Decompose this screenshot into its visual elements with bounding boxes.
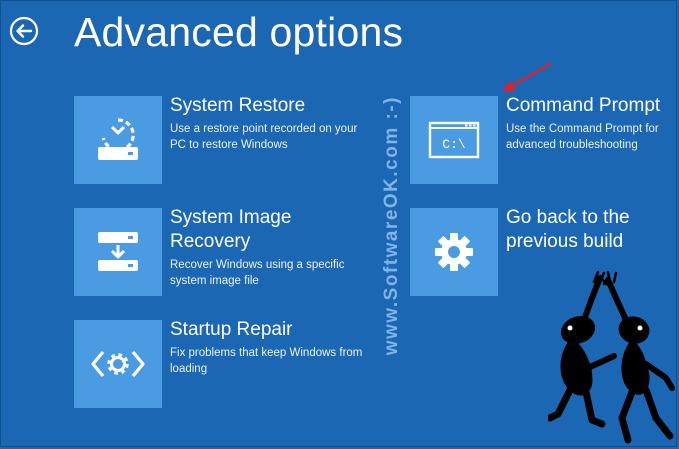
annotation-arrow-icon bbox=[502, 62, 552, 91]
system-image-recovery-tile[interactable] bbox=[74, 208, 162, 296]
system-restore-tile[interactable] bbox=[74, 96, 162, 184]
restore-icon bbox=[98, 118, 138, 160]
image-recovery-icon bbox=[98, 232, 138, 271]
system-restore-title: System Restore bbox=[170, 95, 306, 116]
system-image-recovery-title: System Image Recovery bbox=[170, 207, 292, 252]
go-back-title: Go back to the previous build bbox=[506, 207, 630, 252]
startup-repair-tile[interactable] bbox=[74, 320, 162, 408]
watermark: www.SoftwareOK.com :-) bbox=[378, 96, 406, 436]
system-restore-description: Use a restore point recorded on your PC … bbox=[170, 123, 358, 151]
high-five-figures-icon bbox=[548, 270, 675, 444]
command-prompt-option[interactable]: Command Prompt Use the Command Prompt fo… bbox=[506, 94, 679, 153]
page-title: Advanced options bbox=[74, 9, 404, 55]
command-prompt-icon: C:\ bbox=[428, 121, 480, 159]
back-button[interactable] bbox=[9, 16, 39, 46]
command-prompt-description: Use the Command Prompt for advanced trou… bbox=[506, 123, 659, 151]
go-back-option[interactable]: Go back to the previous build bbox=[506, 206, 679, 254]
system-image-recovery-description: Recover Windows using a specific system … bbox=[170, 259, 345, 287]
system-restore-option[interactable]: System Restore Use a restore point recor… bbox=[170, 94, 370, 153]
startup-repair-title: Startup Repair bbox=[170, 319, 293, 340]
back-arrow-icon bbox=[9, 16, 39, 46]
gear-icon bbox=[435, 233, 473, 271]
command-prompt-title: Command Prompt bbox=[506, 95, 661, 116]
startup-repair-description: Fix problems that keep Windows from load… bbox=[170, 347, 363, 375]
go-back-tile[interactable] bbox=[410, 208, 498, 296]
command-prompt-tile[interactable]: C:\ bbox=[410, 96, 498, 184]
startup-repair-option[interactable]: Startup Repair Fix problems that keep Wi… bbox=[170, 318, 370, 377]
watermark-text: www.SoftwareOK.com :-) bbox=[381, 96, 402, 356]
startup-repair-icon bbox=[91, 350, 145, 378]
command-prompt-icon-text: C:\ bbox=[442, 137, 466, 152]
system-image-recovery-option[interactable]: System Image Recovery Recover Windows us… bbox=[170, 206, 370, 289]
